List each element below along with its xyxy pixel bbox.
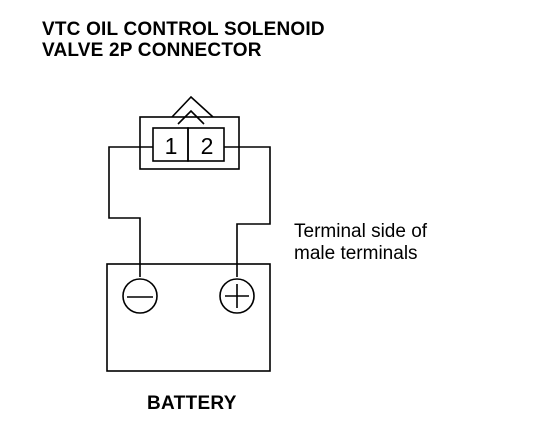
- terminal-cavity-2: [187, 127, 225, 162]
- note-line-1: Terminal side of: [294, 221, 428, 242]
- terminal-side-note: Terminal side of male terminals: [294, 221, 427, 265]
- title-line-1: VTC OIL CONTROL SOLENOID: [42, 19, 325, 40]
- pin-1-label: 1: [165, 133, 178, 159]
- battery-body: [106, 263, 271, 372]
- connector-lock-tab: [171, 95, 214, 118]
- pin-2-label: 2: [201, 133, 214, 159]
- wire-pin2-to-positive: [224, 146, 271, 277]
- plus-icon: [219, 278, 255, 314]
- diagram-title: VTC OIL CONTROL SOLENOID VALVE 2P CONNEC…: [42, 19, 325, 61]
- note-line-2: male terminals: [294, 243, 418, 264]
- battery-label: BATTERY: [147, 393, 237, 414]
- connector-housing: [139, 116, 240, 170]
- title-line-2: VALVE 2P CONNECTOR: [42, 40, 262, 61]
- minus-icon: [122, 278, 158, 314]
- wire-pin1-to-negative: [108, 146, 153, 277]
- connector-lock-tab-inner: [177, 109, 205, 125]
